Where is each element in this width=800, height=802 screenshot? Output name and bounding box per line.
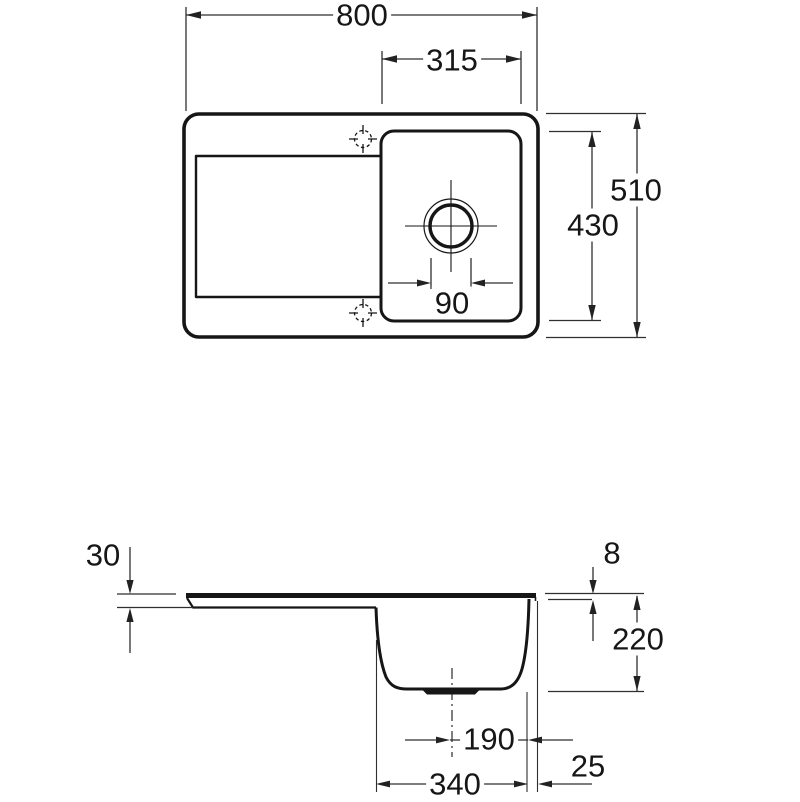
tap-hole-marker-top (349, 125, 377, 153)
dim-front-rim-height: 30 (82, 538, 124, 572)
side-view-dimension-arrows (126, 580, 641, 788)
side-view-extension-lines (375, 601, 539, 792)
side-view-sink-profile (186, 593, 537, 757)
dim-overall-width: 800 (333, 0, 391, 32)
top-view-dimension-arrows (186, 11, 641, 337)
side-view-dimensions (117, 547, 644, 785)
dim-drain-diameter: 90 (431, 286, 473, 320)
dim-drain-center-offset: 190 (460, 722, 518, 756)
top-view-dimensions (185, 7, 646, 339)
dim-overall-depth: 510 (607, 173, 665, 207)
dim-bowl-height: 220 (609, 622, 667, 656)
dim-side-overhang: 25 (567, 749, 609, 783)
dim-bowl-width: 315 (423, 43, 481, 77)
dim-top-edge-thickness: 8 (600, 536, 624, 570)
tap-hole-marker-bottom (349, 299, 377, 327)
drain-hole (405, 180, 497, 272)
dim-bowl-base-length: 340 (426, 767, 484, 801)
dim-bowl-depth: 430 (564, 208, 622, 242)
